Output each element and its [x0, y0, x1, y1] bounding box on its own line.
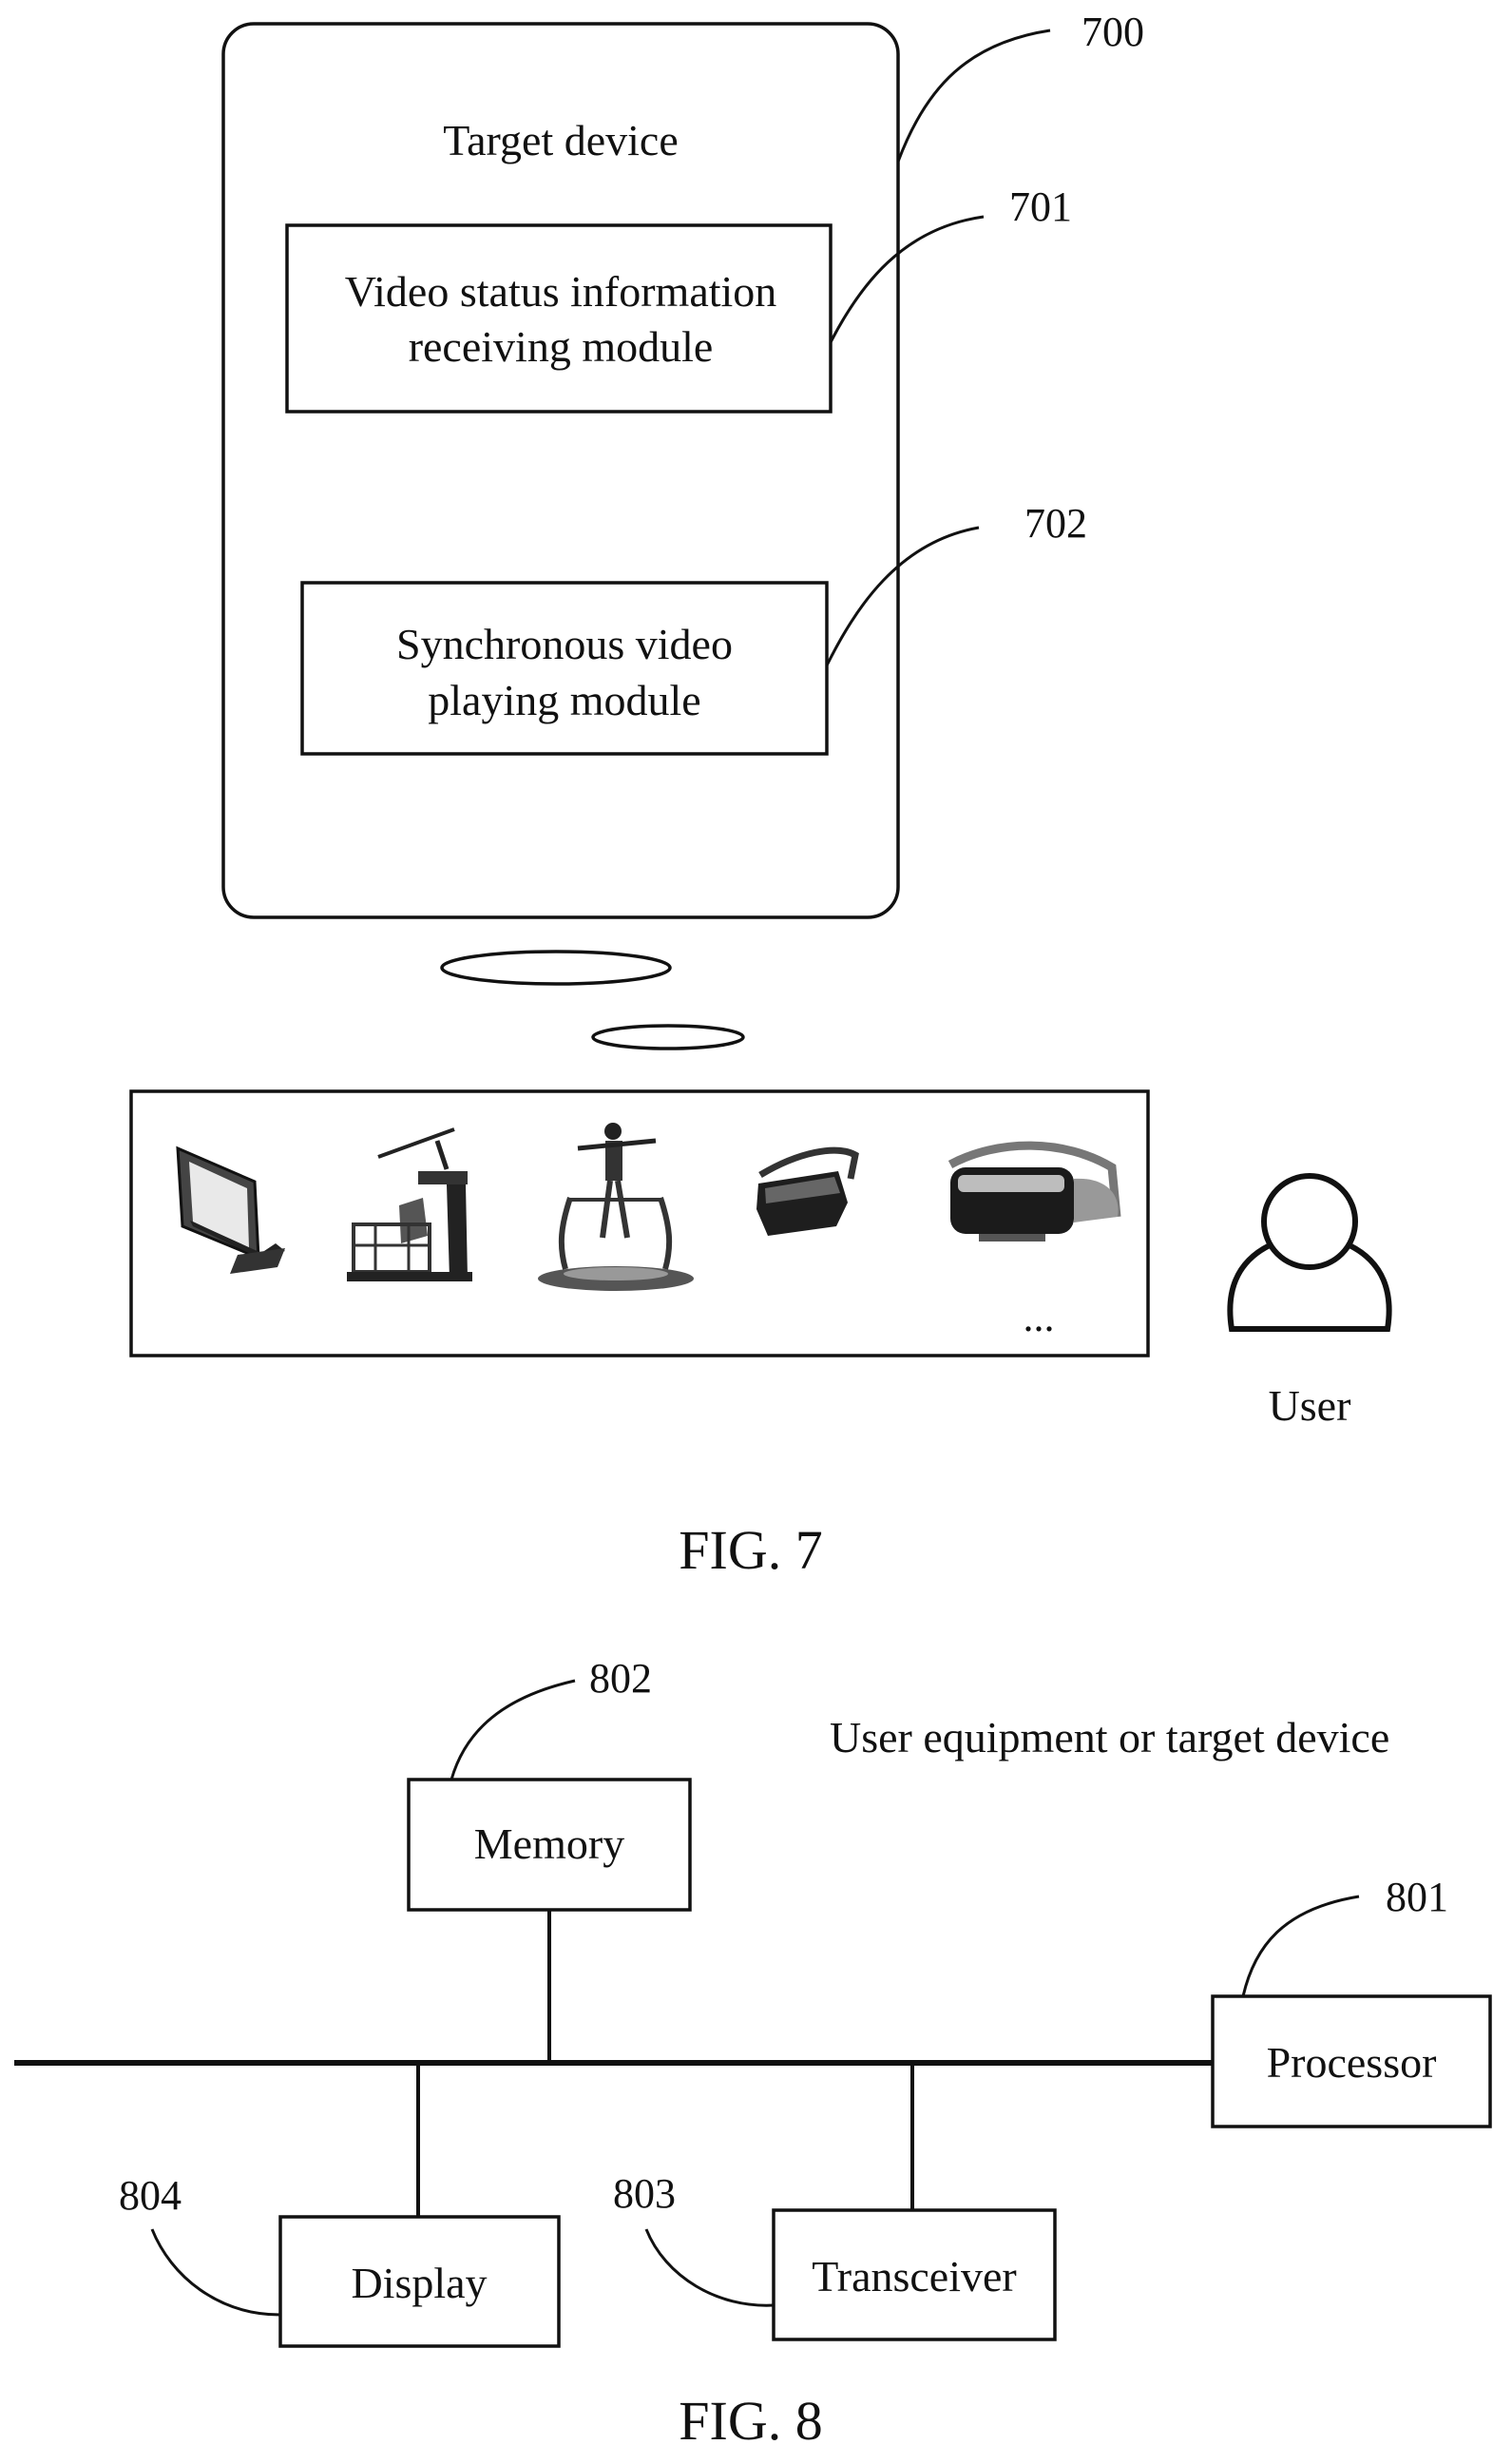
user-label: User — [1269, 1381, 1351, 1430]
leader-line-802 — [451, 1681, 575, 1780]
flight-simulator-icon — [347, 1129, 472, 1281]
module-702-line1: Synchronous video — [396, 620, 733, 668]
vr-headset-icon — [950, 1145, 1119, 1242]
transceiver-label: Transceiver — [812, 2252, 1016, 2300]
signal-ellipse-small — [593, 1026, 743, 1049]
ref-701: 701 — [1009, 183, 1072, 230]
module-702-line2: playing module — [428, 676, 700, 724]
display-label: Display — [351, 2259, 487, 2307]
fig8-heading: User equipment or target device — [830, 1713, 1389, 1761]
ref-804: 804 — [119, 2172, 182, 2219]
leader-line-804 — [152, 2229, 280, 2315]
ref-702: 702 — [1024, 500, 1087, 547]
video-status-receiving-module-box — [287, 225, 831, 412]
signal-ellipse-large — [442, 952, 670, 984]
vr-goggles-icon — [756, 1150, 855, 1236]
user-icon — [1230, 1176, 1388, 1329]
synchronous-video-playing-module-box — [302, 583, 827, 754]
leader-line-700 — [898, 30, 1050, 162]
ref-803: 803 — [613, 2170, 676, 2217]
target-device-title: Target device — [443, 116, 679, 164]
more-devices-ellipsis: ... — [1024, 1294, 1055, 1340]
processor-label: Processor — [1267, 2038, 1437, 2087]
ref-802: 802 — [589, 1655, 652, 1702]
module-701-line1: Video status information — [345, 267, 777, 316]
module-701-line2: receiving module — [409, 322, 714, 371]
ref-700: 700 — [1081, 9, 1144, 55]
leader-line-801 — [1243, 1896, 1359, 1996]
leader-line-803 — [646, 2229, 774, 2305]
fig8: User equipment or target device Memory 8… — [14, 1655, 1490, 2452]
fig7-caption: FIG. 7 — [679, 1519, 822, 1581]
leader-line-701 — [831, 217, 984, 342]
leader-line-702 — [827, 528, 979, 665]
ref-801: 801 — [1386, 1874, 1448, 1920]
fig7: Target device 700 Video status informati… — [131, 9, 1389, 1581]
fig8-caption: FIG. 8 — [679, 2390, 822, 2452]
monitor-icon — [178, 1148, 285, 1274]
memory-label: Memory — [474, 1819, 624, 1868]
vr-treadmill-icon — [538, 1123, 694, 1291]
